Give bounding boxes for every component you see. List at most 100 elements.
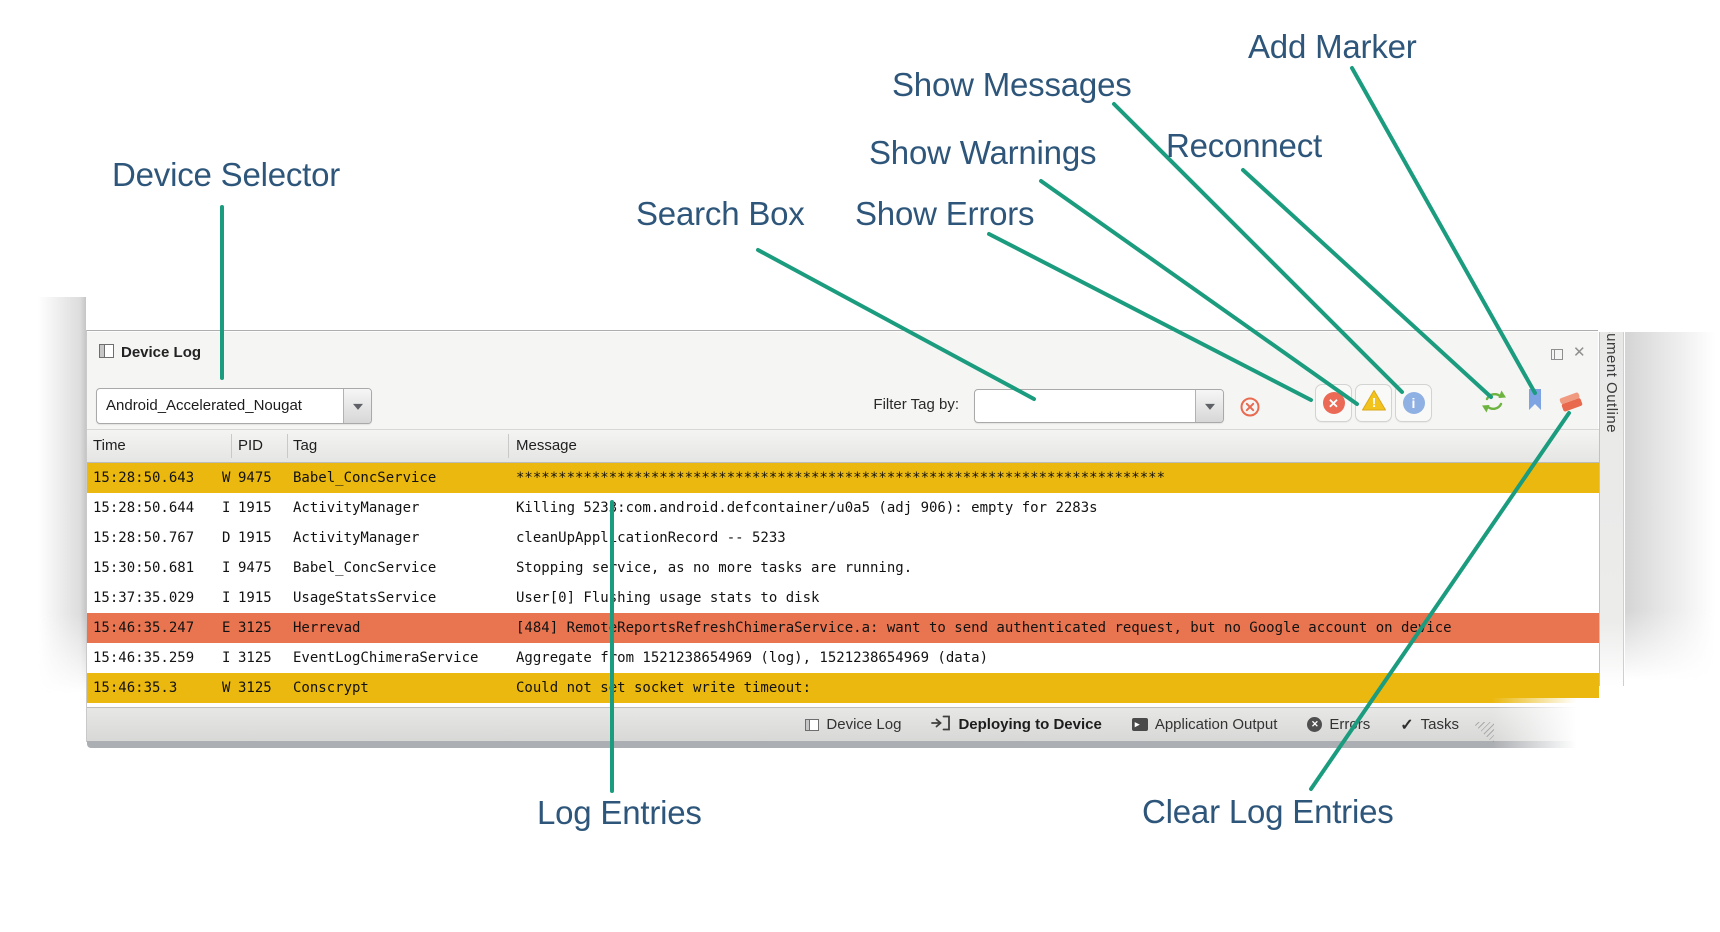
info-circle-icon: i (1402, 392, 1425, 414)
log-message: cleanUpApplicationRecord -- 5233 (516, 530, 786, 546)
warning-triangle-icon: ! (1361, 389, 1387, 417)
status-label: Deploying to Device (958, 716, 1102, 733)
device-log-panel: Device Log ✕ Android_Accelerated_Nougat … (86, 330, 1599, 748)
log-time: 15:30:50.681 (93, 560, 195, 576)
resize-grip[interactable] (1474, 722, 1494, 742)
log-row[interactable]: 15:46:35.247 E 3125 Herrevad [484] Remot… (87, 613, 1599, 643)
device-selector-combobox[interactable]: Android_Accelerated_Nougat (96, 388, 372, 424)
log-pid: 3125 (238, 680, 272, 696)
log-level: W (222, 470, 231, 486)
output-pane-icon (805, 718, 820, 731)
log-tag: ActivityManager (293, 530, 420, 546)
column-divider (508, 434, 509, 458)
log-level: E (222, 620, 231, 636)
log-tag: ActivityManager (293, 500, 420, 516)
device-selector-dropdown-button[interactable] (343, 389, 371, 423)
log-row[interactable]: 15:46:35.3 W 3125 Conscrypt Could not se… (87, 673, 1599, 703)
callout-add-marker: Add Marker (1248, 28, 1417, 65)
log-time: 15:46:35.259 (93, 650, 195, 666)
log-message: ****************************************… (516, 470, 1166, 486)
log-message: Killing 5233:com.android.defcontainer/u0… (516, 500, 1098, 516)
column-divider (287, 434, 288, 458)
column-header-pid[interactable]: PID (238, 437, 264, 454)
status-item-deploying-to-device[interactable]: Deploying to Device (931, 714, 1102, 736)
callout-search-box: Search Box (636, 195, 805, 232)
status-label: Errors (1329, 716, 1371, 733)
log-row[interactable]: 15:28:50.767 D 1915 ActivityManager clea… (87, 523, 1599, 553)
callout-device-selector: Device Selector (112, 156, 341, 193)
filter-tag-dropdown-button[interactable] (1195, 390, 1223, 422)
log-message: Stopping service, as no more tasks are r… (516, 560, 913, 576)
log-row[interactable]: 15:28:50.644 I 1915 ActivityManager Kill… (87, 493, 1599, 523)
log-pid: 1915 (238, 530, 272, 546)
add-marker-icon[interactable] (1527, 388, 1543, 417)
terminal-icon: ▸ (1131, 718, 1148, 731)
clear-filter-icon[interactable] (1239, 396, 1261, 418)
reconnect-icon[interactable] (1481, 389, 1507, 419)
log-pid: 1915 (238, 590, 272, 606)
document-outline-label: Document Outline (1603, 332, 1620, 434)
status-label: Tasks (1420, 716, 1459, 733)
log-entries-list: 15:28:50.643 W 9475 Babel_ConcService **… (87, 463, 1599, 703)
log-table-header: Time PID Tag Message (87, 429, 1599, 463)
column-header-message[interactable]: Message (516, 437, 577, 454)
panel-title: Device Log (121, 344, 202, 361)
close-icon[interactable]: ✕ (1573, 344, 1586, 361)
clear-log-entries-icon[interactable] (1557, 390, 1585, 419)
status-item-device-log[interactable]: Device Log (805, 716, 901, 733)
status-label: Application Output (1154, 716, 1278, 733)
chevron-down-icon (1204, 403, 1215, 410)
log-row[interactable]: 15:46:35.259 I 3125 EventLogChimeraServi… (87, 643, 1599, 673)
log-level: I (222, 500, 231, 516)
status-item-errors[interactable]: ✕ Errors (1307, 716, 1370, 733)
log-level: I (222, 590, 231, 606)
log-row[interactable]: 15:37:35.029 I 1915 UsageStatsService Us… (87, 583, 1599, 613)
show-messages-button[interactable]: i (1395, 384, 1432, 422)
callout-show-messages: Show Messages (892, 66, 1132, 103)
log-tag: Babel_ConcService (293, 560, 437, 576)
callout-log-entries: Log Entries (537, 794, 702, 831)
chevron-down-icon (352, 403, 363, 410)
callout-show-warnings: Show Warnings (869, 134, 1097, 171)
log-tag: Herrevad (293, 620, 361, 636)
rows-gap (87, 703, 1599, 707)
error-circle-icon: ✕ (1307, 717, 1323, 732)
callout-reconnect: Reconnect (1166, 127, 1322, 164)
show-warnings-button[interactable]: ! (1355, 384, 1392, 422)
status-label: Device Log (826, 716, 902, 733)
tab-document-outline[interactable]: Document Outline (1599, 332, 1624, 686)
log-pid: 1915 (238, 500, 272, 516)
status-item-application-output[interactable]: ▸ Application Output (1131, 716, 1278, 733)
column-divider (231, 434, 232, 458)
deploy-to-device-icon (931, 714, 951, 736)
column-header-tag[interactable]: Tag (293, 437, 318, 454)
log-tag: EventLogChimeraService (293, 650, 479, 666)
log-pid: 9475 (238, 470, 272, 486)
log-message: Could not set socket write timeout: (516, 680, 812, 696)
log-tag: Conscrypt (293, 680, 369, 696)
log-tag: Babel_ConcService (293, 470, 437, 486)
log-row[interactable]: 15:30:50.681 I 9475 Babel_ConcService St… (87, 553, 1599, 583)
corner-fade (1492, 698, 1622, 750)
log-time: 15:28:50.644 (93, 500, 195, 516)
log-pid: 9475 (238, 560, 272, 576)
log-level: I (222, 650, 231, 666)
log-time: 15:28:50.643 (93, 470, 195, 486)
log-level: W (222, 680, 231, 696)
log-time: 15:46:35.247 (93, 620, 195, 636)
window-fade-right (1625, 332, 1715, 680)
float-pane-icon[interactable] (1551, 349, 1563, 360)
status-item-tasks[interactable]: ✓ Tasks (1400, 715, 1459, 735)
output-pane-icon (99, 344, 114, 358)
filter-tag-combobox[interactable] (974, 389, 1224, 423)
column-header-time[interactable]: Time (93, 437, 126, 454)
callout-clear-log-entries: Clear Log Entries (1142, 793, 1394, 830)
log-time: 15:37:35.029 (93, 590, 195, 606)
show-errors-button[interactable]: ✕ (1315, 384, 1352, 422)
log-pid: 3125 (238, 620, 272, 636)
log-level: D (222, 530, 231, 546)
log-message: User[0] Flushing usage stats to disk (516, 590, 820, 606)
log-tag: UsageStatsService (293, 590, 437, 606)
log-row[interactable]: 15:28:50.643 W 9475 Babel_ConcService **… (87, 463, 1599, 493)
